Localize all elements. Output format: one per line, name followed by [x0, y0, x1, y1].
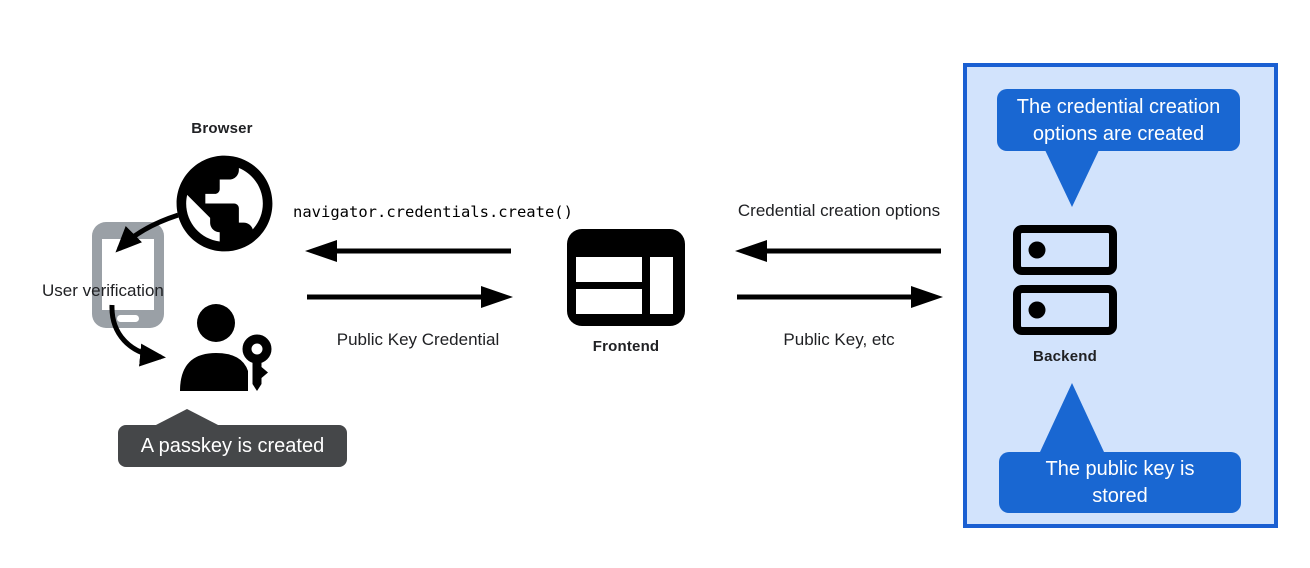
backend-label: Backend	[1033, 348, 1097, 365]
public-key-stored-bubble: The public key is stored	[999, 452, 1241, 513]
passkey-tooltip-pointer	[154, 409, 220, 426]
arrow-right-public-key-credential	[307, 286, 513, 308]
navigator-credentials-create-label: navigator.credentials.create()	[293, 203, 573, 221]
browser-label: Browser	[191, 120, 253, 137]
options-created-bubble-pointer	[1045, 150, 1099, 207]
public-key-etc-label: Public Key, etc	[783, 330, 895, 349]
flow-arrows-curved	[109, 210, 186, 367]
user-verification-label: User verification	[42, 281, 164, 300]
arrow-left-create-call	[305, 240, 511, 262]
phone-to-user-arrow	[109, 304, 166, 367]
browser-frontend-arrows	[305, 240, 513, 308]
arrow-right-public-key-etc	[737, 286, 943, 308]
frontend-label: Frontend	[592, 338, 660, 355]
arrow-left-credential-creation-options	[735, 240, 941, 262]
credential-creation-options-label: Credential creation options	[737, 201, 941, 220]
frontend-window-icon	[567, 229, 685, 326]
browser-globe-icon	[176, 155, 273, 252]
public-key-stored-bubble-pointer	[1040, 383, 1104, 452]
phone-icon	[92, 222, 164, 328]
backend-server-icon	[1013, 225, 1117, 335]
backend-panel: The credential creation options are crea…	[963, 63, 1278, 528]
passkey-tooltip: A passkey is created	[118, 425, 347, 467]
options-created-bubble: The credential creation options are crea…	[997, 89, 1240, 151]
public-key-credential-label: Public Key Credential	[336, 330, 500, 349]
user-passkey-icon	[180, 304, 272, 391]
globe-to-phone-arrow	[115, 210, 186, 253]
frontend-backend-arrows	[735, 240, 943, 308]
